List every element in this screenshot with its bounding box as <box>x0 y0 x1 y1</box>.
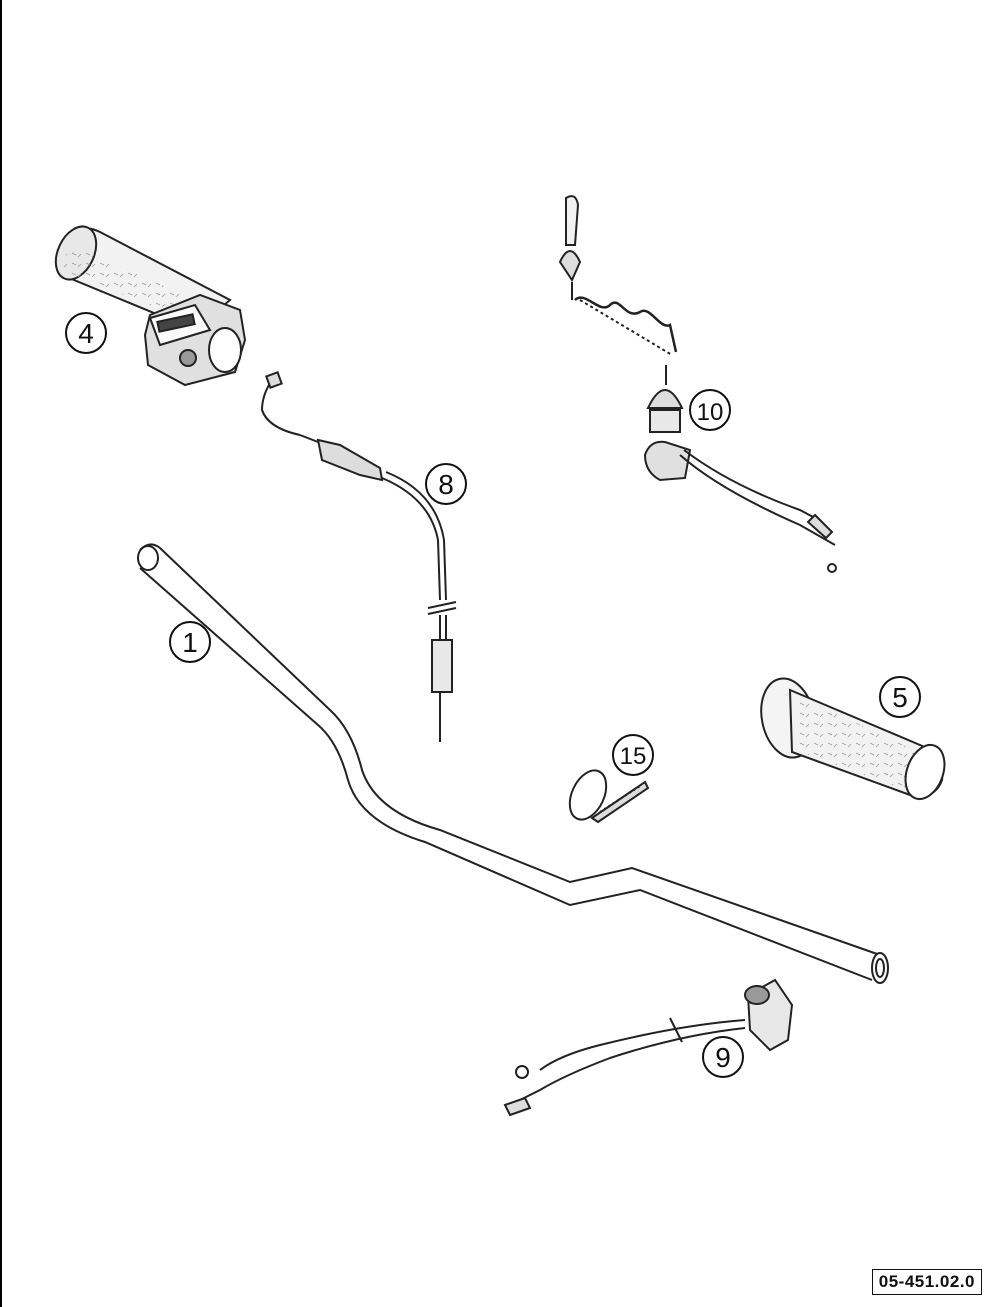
svg-text:15: 15 <box>620 743 647 770</box>
callout-8: 8 <box>425 463 467 505</box>
callout-4: 4 <box>65 312 107 354</box>
part-handlebar <box>137 543 889 984</box>
svg-text:8: 8 <box>438 469 454 500</box>
svg-text:5: 5 <box>892 682 908 713</box>
part-throttle-grip <box>54 225 247 387</box>
callout-5: 5 <box>879 676 921 718</box>
svg-text:1: 1 <box>182 627 198 658</box>
callout-15: 15 <box>612 734 654 776</box>
svg-text:4: 4 <box>78 318 94 349</box>
part-throttle-cable <box>260 371 457 742</box>
part-push-switch <box>503 978 794 1117</box>
callout-1: 1 <box>169 621 211 663</box>
left-border-rule <box>0 0 2 1307</box>
callout-9: 9 <box>702 1036 744 1078</box>
svg-text:10: 10 <box>697 399 724 426</box>
part-left-grip <box>760 677 946 801</box>
callout-10: 10 <box>689 389 731 431</box>
part-cable-tie <box>568 769 650 824</box>
diagram-reference-code: 05-451.02.0 <box>871 1269 982 1295</box>
part-kill-switch-lanyard <box>558 195 837 573</box>
svg-text:9: 9 <box>715 1042 731 1073</box>
